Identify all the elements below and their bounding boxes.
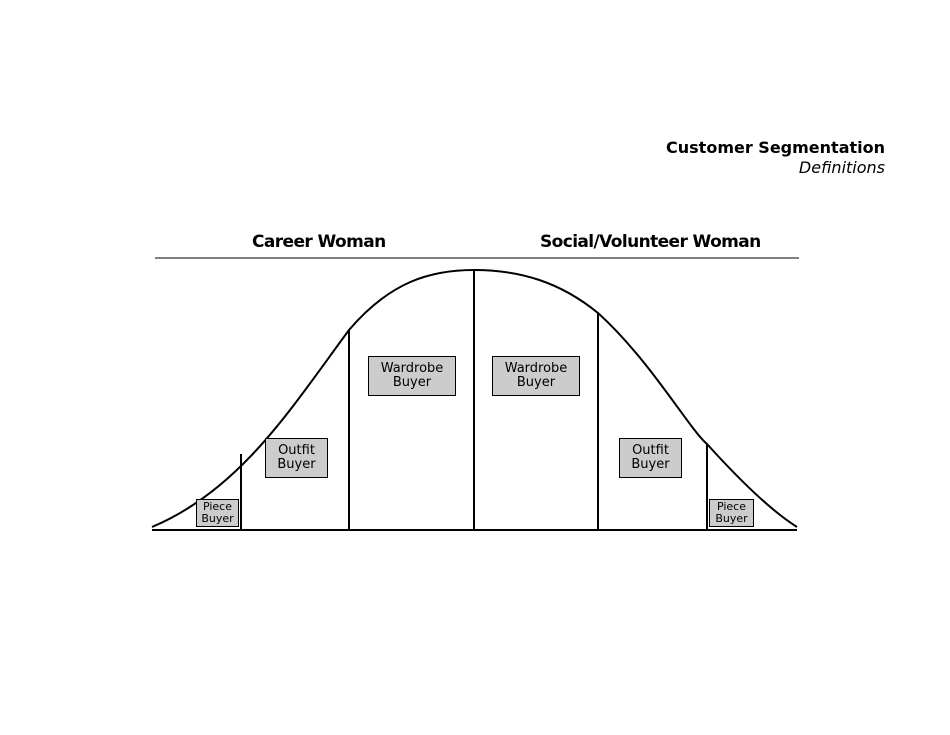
segment-left-piece-buyer: Piece Buyer xyxy=(196,499,239,527)
diagram-title: Customer Segmentation xyxy=(666,138,885,157)
group-label-social-volunteer-woman: Social/Volunteer Woman xyxy=(540,232,761,252)
segment-label-line: Buyer xyxy=(201,512,234,525)
segment-right-wardrobe-buyer: Wardrobe Buyer xyxy=(492,356,580,396)
segment-right-piece-buyer: Piece Buyer xyxy=(709,499,754,527)
segment-left-outfit-buyer: Outfit Buyer xyxy=(265,438,328,478)
diagram-subtitle: Definitions xyxy=(798,158,885,177)
segment-label-line: Buyer xyxy=(277,457,316,472)
segment-label-line: Outfit xyxy=(278,443,315,458)
segment-label-line: Piece xyxy=(202,500,232,513)
segment-label-line: Wardrobe xyxy=(380,361,444,376)
segment-label-line: Piece xyxy=(716,500,746,513)
segment-left-wardrobe-buyer: Wardrobe Buyer xyxy=(368,356,456,396)
segment-right-outfit-buyer: Outfit Buyer xyxy=(619,438,682,478)
title-block: Customer Segmentation Definitions xyxy=(666,138,885,178)
segment-label-line: Buyer xyxy=(715,512,748,525)
group-label-career-woman: Career Woman xyxy=(252,232,386,252)
segment-label-line: Outfit xyxy=(632,443,669,458)
segment-label-line: Buyer xyxy=(516,375,556,390)
segment-label-line: Buyer xyxy=(392,375,432,390)
segment-label-line: Buyer xyxy=(631,457,670,472)
segment-label-line: Wardrobe xyxy=(504,361,568,376)
